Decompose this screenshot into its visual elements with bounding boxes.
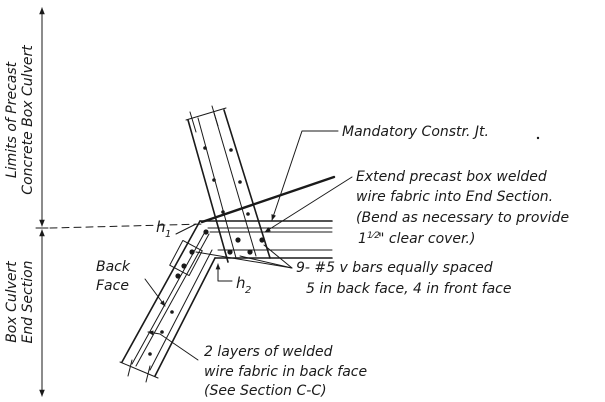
extend-label-line2: wire fabric into End Section. xyxy=(356,189,553,205)
leader-lines xyxy=(144,130,353,361)
limits-dimension xyxy=(35,7,49,397)
end-section-horizontal-wall xyxy=(199,220,333,259)
limit-dashed-line xyxy=(49,223,206,229)
extend-label-line4-fraction: 1⁄2 xyxy=(367,231,380,241)
layers-label-line3: (See Section C-C) xyxy=(204,383,327,399)
box-end-label-line2: End Section xyxy=(20,260,36,343)
h1-label: h 1 xyxy=(156,218,171,240)
precast-box-wall xyxy=(185,105,271,263)
extend-label-line4-whole: 1 xyxy=(358,231,367,247)
mandatory-joint-label: Mandatory Constr. Jt. xyxy=(342,124,489,140)
h2-main: h xyxy=(236,274,246,292)
h1-main: h xyxy=(156,218,166,236)
extend-label-line4: 1 1⁄2 " clear cover.) xyxy=(358,231,475,247)
extend-label-line3: (Bend as necessary to provide xyxy=(356,210,569,226)
corner-reinforcement xyxy=(148,229,265,356)
limits-label-line2: Concrete Box Culvert xyxy=(20,45,36,195)
extend-label-line4-rest: " clear cover.) xyxy=(378,231,475,247)
bars-label-line2: 5 in back face, 4 in front face xyxy=(306,281,511,297)
layers-label-line2: wire fabric in back face xyxy=(204,364,367,380)
h2-sub: 2 xyxy=(245,285,251,296)
layers-label-line1: 2 layers of welded xyxy=(204,344,333,360)
h2-label: h 2 xyxy=(236,274,251,296)
end-section-diagonal-wall xyxy=(119,220,216,383)
h1-sub: 1 xyxy=(165,229,171,240)
back-face-label-line2: Face xyxy=(96,278,129,294)
bars-label-line1: 9- #5 v bars equally spaced xyxy=(296,260,493,276)
extend-label-line1: Extend precast box welded xyxy=(356,169,547,185)
box-end-label-line1: Box Culvert xyxy=(4,261,20,343)
back-face-label-line1: Back xyxy=(96,259,131,275)
limits-label-line1: Limits of Precast xyxy=(4,61,20,178)
